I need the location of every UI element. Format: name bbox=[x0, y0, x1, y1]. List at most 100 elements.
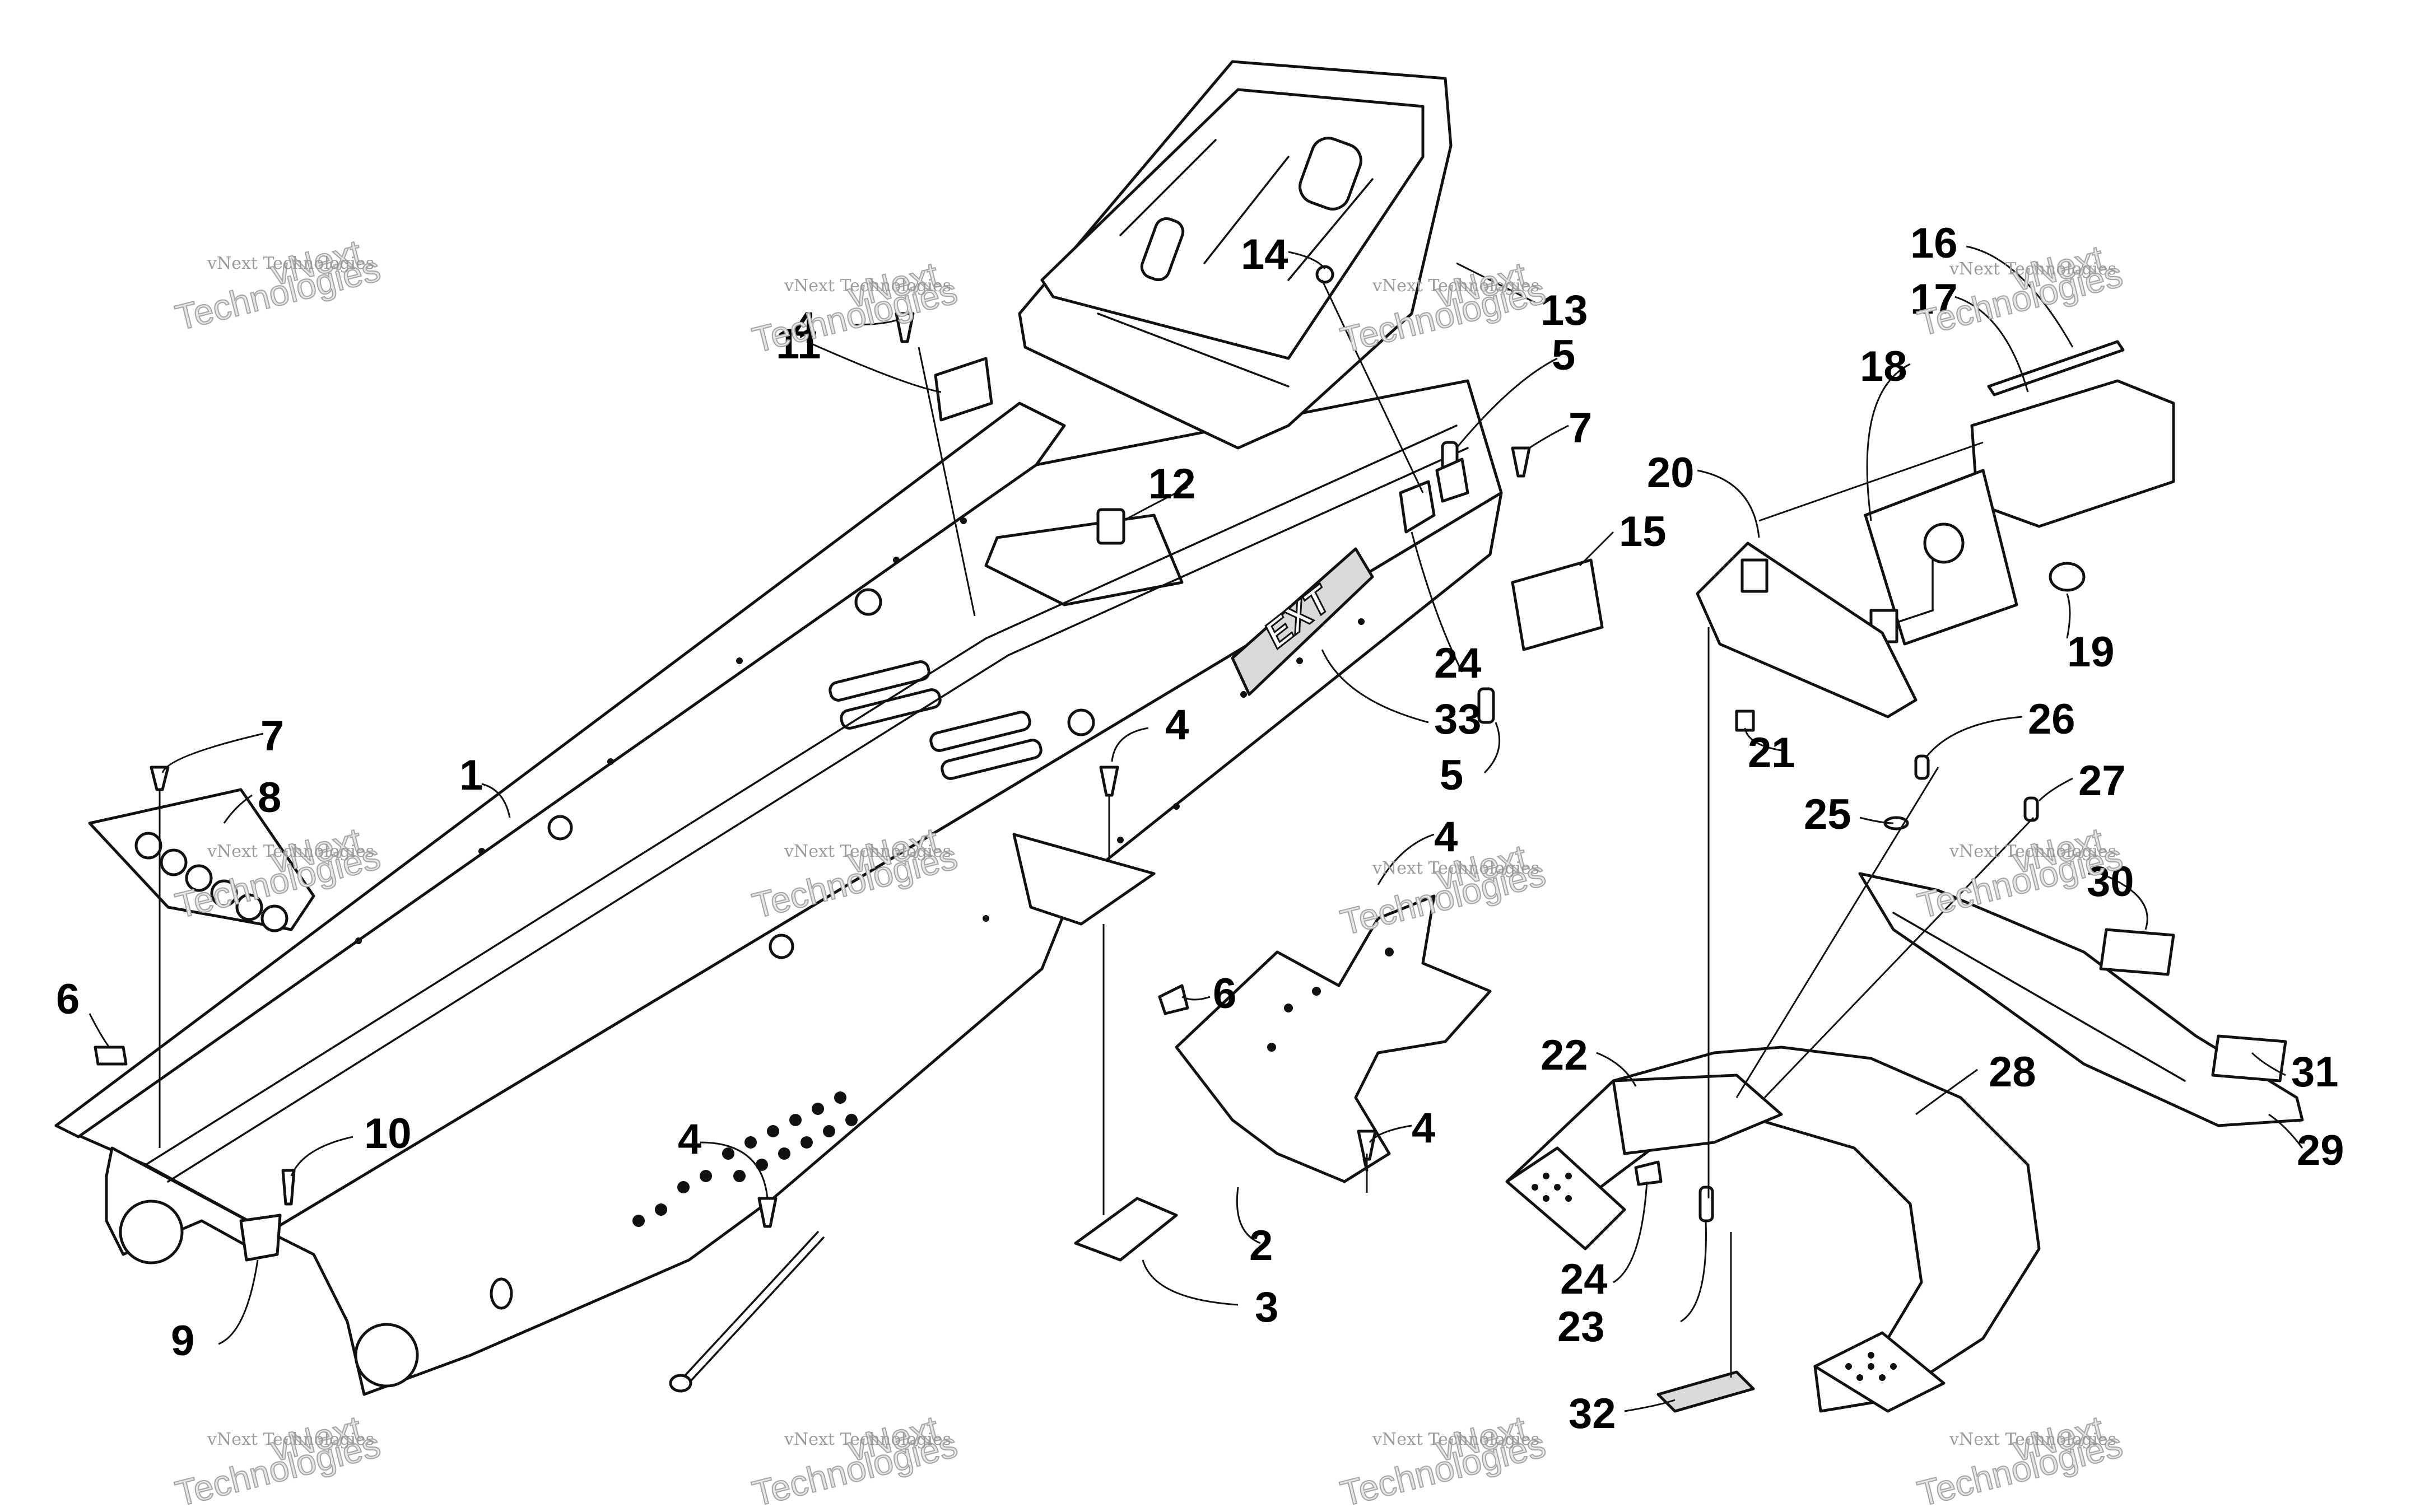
watermark: vNext Technologies vNext Technologies bbox=[1336, 1407, 1550, 1512]
callout-25: 25 bbox=[1804, 791, 1851, 838]
traction-strip-32 bbox=[1656, 1370, 1755, 1413]
tab-6 bbox=[1158, 984, 1189, 1015]
callout-19: 19 bbox=[2067, 628, 2115, 676]
svg-text:vNext Technologies: vNext Technologies bbox=[207, 842, 374, 861]
callout-16: 16 bbox=[1910, 220, 1958, 267]
callout-17: 17 bbox=[1910, 276, 1958, 323]
spring bbox=[677, 1231, 819, 1384]
watermark: vNext Technologies vNext Technologies bbox=[748, 1407, 962, 1512]
snow-guard bbox=[88, 788, 315, 932]
callout-31: 31 bbox=[2291, 1048, 2339, 1096]
spring-end bbox=[669, 1374, 692, 1393]
rivet-10 bbox=[281, 1169, 296, 1206]
base-window bbox=[1740, 558, 1769, 593]
tunnel-hole bbox=[854, 588, 882, 616]
svg-text:vNext Technologies: vNext Technologies bbox=[207, 1430, 374, 1449]
callout-28: 28 bbox=[1989, 1048, 2036, 1096]
rivet-4 bbox=[757, 1197, 778, 1228]
axle-cutout bbox=[354, 1323, 419, 1388]
callout-1: 1 bbox=[459, 752, 483, 799]
decal-31 bbox=[2211, 1034, 2287, 1082]
callout-8: 8 bbox=[258, 774, 281, 822]
callout-32: 32 bbox=[1569, 1390, 1616, 1438]
clip-21 bbox=[1735, 710, 1755, 732]
callout-6b: 6 bbox=[1213, 970, 1236, 1018]
tunnel-hole bbox=[1067, 708, 1095, 736]
watermark: vNext Technologies vNext Technologies bbox=[748, 254, 962, 361]
callout-4d: 4 bbox=[1412, 1104, 1435, 1152]
rack-cutout bbox=[1140, 217, 1185, 282]
running-board-right bbox=[1813, 1331, 1946, 1413]
callout-20: 20 bbox=[1647, 449, 1695, 497]
tie-down-9 bbox=[239, 1214, 282, 1262]
svg-text:vNext Technologies: vNext Technologies bbox=[1372, 1430, 1539, 1449]
callout-4c: 4 bbox=[1434, 813, 1458, 861]
callout-12: 12 bbox=[1148, 460, 1196, 508]
callout-4e: 4 bbox=[678, 1116, 701, 1163]
rivet-7 bbox=[150, 766, 170, 791]
callout-11: 11 bbox=[776, 320, 821, 368]
screw-26 bbox=[1914, 754, 1930, 780]
rack-cutout bbox=[1299, 137, 1362, 211]
callout-13: 13 bbox=[1541, 287, 1588, 334]
nut-24 bbox=[1634, 1160, 1663, 1186]
rear-rack bbox=[1018, 60, 1453, 450]
tunnel-side-panel bbox=[267, 491, 1503, 1396]
deck-rib bbox=[829, 660, 930, 702]
svg-text:vNext Technologies: vNext Technologies bbox=[784, 276, 951, 296]
rivet-4 bbox=[1099, 766, 1119, 797]
watermark: vNext Technologies vNext Technologies bbox=[171, 1407, 385, 1512]
snow-flap-29 bbox=[1858, 872, 2304, 1127]
svg-text:vNext Technologies: vNext Technologies bbox=[207, 254, 374, 273]
callout-30: 30 bbox=[2087, 858, 2134, 906]
leader-lines bbox=[89, 245, 2303, 1412]
callout-7a: 7 bbox=[1569, 404, 1592, 452]
svg-text:vNext Technologies: vNext Technologies bbox=[784, 842, 951, 861]
tunnel-left-flange bbox=[54, 402, 1066, 1138]
rivet-7 bbox=[1511, 446, 1531, 478]
callout-23: 23 bbox=[1557, 1303, 1605, 1351]
tunnel-assembly bbox=[54, 379, 1503, 1396]
svg-text:vNext Technologies: vNext Technologies bbox=[1949, 1430, 2116, 1449]
bumper-top bbox=[1612, 1074, 1783, 1155]
callout-2: 2 bbox=[1249, 1222, 1273, 1270]
callout-4b: 4 bbox=[1165, 701, 1189, 749]
callout-14: 14 bbox=[1241, 231, 1288, 278]
callout-26: 26 bbox=[2028, 696, 2075, 743]
decal-15 bbox=[1511, 558, 1604, 651]
watermark: vNext Technologies vNext Technologies bbox=[171, 231, 385, 338]
bracket-part-3 bbox=[1074, 1197, 1178, 1262]
tunnel-slot bbox=[490, 1277, 513, 1310]
callout-18: 18 bbox=[1860, 343, 1907, 390]
clip-12 bbox=[1096, 508, 1125, 545]
decal-30 bbox=[2099, 928, 2175, 976]
callout-24a: 24 bbox=[1434, 640, 1482, 687]
callout-5b: 5 bbox=[1440, 752, 1463, 799]
callout-10: 10 bbox=[364, 1110, 412, 1158]
callout-5a: 5 bbox=[1552, 332, 1575, 379]
callout-7b: 7 bbox=[260, 712, 284, 760]
rear-bumper-shield bbox=[1012, 833, 1492, 1183]
callout-4a: 4 bbox=[793, 304, 816, 351]
watermark: vNext Technologies vNext Technologies bbox=[1913, 1407, 2127, 1512]
callout-33: 33 bbox=[1434, 696, 1482, 743]
washer-14 bbox=[1315, 265, 1334, 284]
tunnel-hole bbox=[769, 934, 794, 959]
screw-27 bbox=[2023, 796, 2039, 822]
axle-cutout bbox=[119, 1200, 184, 1264]
bulb-19 bbox=[2049, 562, 2086, 592]
rear-bumper-assembly bbox=[1505, 872, 2304, 1413]
bolt-23 bbox=[1698, 1186, 1714, 1222]
rivet-4 bbox=[895, 312, 915, 343]
deck-rib bbox=[941, 739, 1043, 780]
tunnel-hole bbox=[547, 815, 573, 841]
watermark: vNext Technologies vNext Technologies bbox=[1913, 819, 2127, 926]
bolt-16 bbox=[1987, 340, 2125, 396]
tail-light-lens-17 bbox=[1970, 379, 2175, 528]
deck-fastener-dots bbox=[355, 517, 1365, 944]
callout-labels: 1 2 3 4 4 4 4 4 5 5 6 6 7 7 8 9 10 11 12… bbox=[56, 220, 2344, 1438]
callout-29: 29 bbox=[2297, 1127, 2344, 1174]
callout-27: 27 bbox=[2078, 757, 2126, 805]
tab-6 bbox=[94, 1046, 128, 1066]
